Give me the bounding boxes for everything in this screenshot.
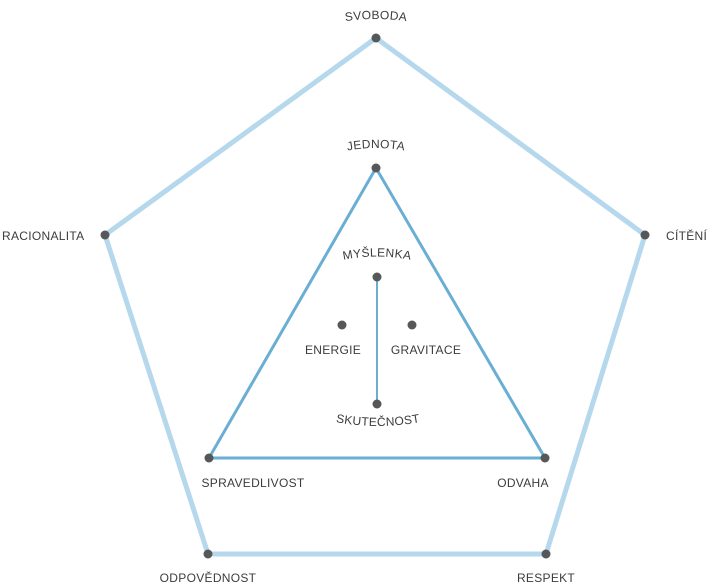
- node-respekt: [541, 549, 551, 559]
- outer-pentagon: [102, 34, 648, 557]
- label-jednota: JEDNOTA: [346, 137, 406, 153]
- node-spravedlivost: [204, 453, 214, 463]
- node-odpovednost: [203, 549, 213, 559]
- node-gravitace: [407, 320, 417, 330]
- label-racionalita: RACIONALITA: [2, 229, 84, 243]
- node-myslenka: [372, 272, 382, 282]
- node-skutecnost: [372, 399, 382, 409]
- node-energie: [337, 320, 347, 330]
- label-citeni: CÍTĚNÍ: [666, 228, 707, 243]
- inner-triangle: [206, 165, 548, 460]
- label-energie: ENERGIE: [305, 343, 361, 357]
- node-racionalita: [100, 230, 110, 240]
- label-myslenka: MYŠLENKA: [341, 245, 412, 263]
- label-skutecnost: SKUTEČNOST: [335, 411, 421, 429]
- label-respekt: RESPEKT: [517, 571, 575, 585]
- node-svoboda: [371, 33, 381, 43]
- node-jednota: [371, 163, 381, 173]
- label-odpovednost: ODPOVĚDNOST: [160, 570, 257, 585]
- node-odvaha: [540, 453, 550, 463]
- label-spravedlivost: SPRAVEDLIVOST: [201, 476, 304, 490]
- label-svoboda: SVOBODA: [344, 8, 408, 24]
- label-odvaha: ODVAHA: [497, 476, 549, 490]
- label-gravitace: GRAVITACE: [391, 343, 461, 357]
- node-citeni: [640, 230, 650, 240]
